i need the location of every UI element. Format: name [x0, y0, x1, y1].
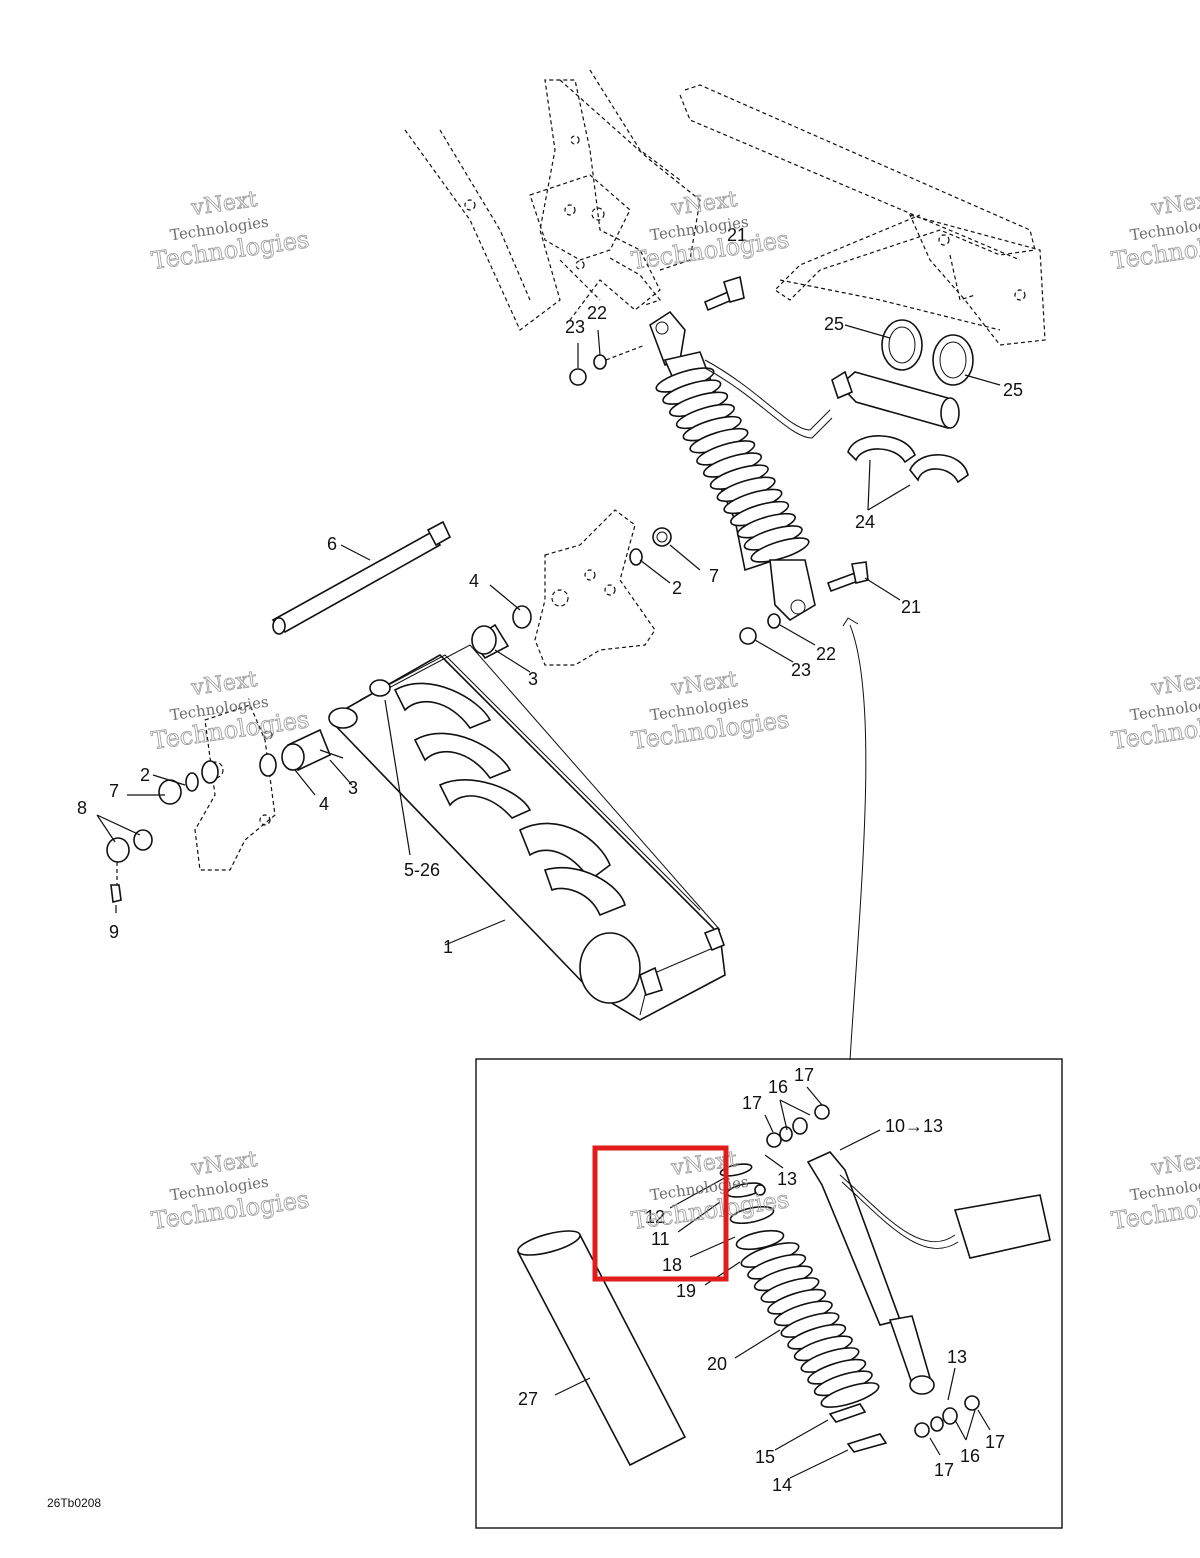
callout-6: 6 — [327, 534, 337, 554]
callout-21: 21 — [727, 225, 747, 245]
watermark: vNext Technologies Technologies — [149, 187, 311, 276]
callout-labels: 1 2 2 3 3 4 4 5-26 6 7 7 8 9 10→13 11 12… — [77, 225, 1023, 1495]
callout-17: 17 — [985, 1432, 1005, 1452]
callout-23: 23 — [565, 317, 585, 337]
bushings-lower — [914, 1395, 980, 1438]
callout-13: 13 — [947, 1347, 967, 1367]
callout-3: 3 — [348, 778, 358, 798]
shock-absorber-main — [649, 310, 833, 622]
reservoir-canister-main — [831, 370, 960, 429]
watermark: vNext Technologies Technologies — [1109, 1147, 1200, 1236]
bolt-21-lower — [826, 561, 869, 593]
callout-5-26: 5-26 — [404, 860, 440, 880]
bolt-21-upper — [703, 275, 745, 312]
callout-25: 25 — [1003, 380, 1023, 400]
coil-spring-20 — [740, 1242, 880, 1408]
watermark: vNext Technologies Technologies — [1109, 667, 1200, 756]
leader-lines — [96, 324, 1001, 1479]
callout-21: 21 — [901, 597, 921, 617]
callout-2: 2 — [672, 578, 682, 598]
washers-right — [470, 527, 672, 660]
watermark: vNext Technologies Technologies — [629, 187, 791, 276]
callout-27: 27 — [518, 1389, 538, 1409]
callout-22: 22 — [816, 644, 836, 664]
callout-12: 12 — [645, 1207, 665, 1227]
shock-body-detail — [806, 1151, 1051, 1395]
watermark: vNext Technologies Technologies — [629, 667, 791, 756]
callout-4: 4 — [319, 794, 329, 814]
spring-seats — [719, 1163, 888, 1453]
callout-22: 22 — [587, 303, 607, 323]
nut-23-upper — [569, 344, 646, 386]
axle-6 — [271, 520, 452, 635]
coil-spring — [655, 367, 810, 563]
callout-3: 3 — [528, 669, 538, 689]
watermark: vNext Technologies Technologies — [149, 1147, 311, 1236]
swing-arm-1 — [328, 644, 726, 1021]
washers-left — [106, 728, 332, 903]
protective-sleeve-27 — [516, 1230, 687, 1467]
bushings-upper — [766, 1104, 830, 1148]
callout-17: 17 — [934, 1460, 954, 1480]
callout-19: 19 — [676, 1281, 696, 1301]
highlight-box — [592, 1145, 729, 1282]
callout-1: 1 — [443, 937, 453, 957]
callout-8: 8 — [77, 798, 87, 818]
callout-17: 17 — [742, 1093, 762, 1113]
callout-20: 20 — [707, 1354, 727, 1374]
vehicle-frame-outline — [404, 69, 1046, 346]
callout-4: 4 — [469, 571, 479, 591]
callout-14: 14 — [772, 1475, 792, 1495]
callout-17: 17 — [794, 1065, 814, 1085]
document-code: 26Tb0208 — [47, 1496, 101, 1510]
callout-23: 23 — [791, 660, 811, 680]
nut-23-lower — [739, 613, 781, 645]
callout-25: 25 — [824, 314, 844, 334]
spring-coil — [750, 537, 810, 563]
frame-bracket-right — [534, 509, 656, 666]
svg-text:vNext: vNext — [1149, 667, 1200, 701]
callout-15: 15 — [755, 1447, 775, 1467]
svg-text:vNext: vNext — [1149, 1147, 1200, 1181]
callout-11: 11 — [651, 1229, 670, 1249]
clamp-25 — [881, 319, 974, 386]
watermark: vNext Technologies Technologies — [149, 667, 311, 756]
callout-24: 24 — [855, 512, 875, 532]
detail-arrow — [842, 617, 867, 1061]
callout-7: 7 — [709, 566, 719, 586]
watermark: vNext Technologies Technologies — [1109, 187, 1200, 276]
callout-7: 7 — [109, 781, 119, 801]
callout-16: 16 — [768, 1077, 788, 1097]
callout-13: 13 — [777, 1169, 797, 1189]
cushion-24 — [847, 435, 969, 484]
callout-9: 9 — [109, 922, 119, 942]
svg-text:vNext: vNext — [1149, 187, 1200, 221]
callout-10-13: 10→13 — [885, 1116, 943, 1136]
spring-coil — [820, 1382, 880, 1408]
callout-18: 18 — [662, 1255, 682, 1275]
callout-16: 16 — [960, 1446, 980, 1466]
callout-2: 2 — [140, 765, 150, 785]
detail-inset — [475, 1058, 1063, 1529]
